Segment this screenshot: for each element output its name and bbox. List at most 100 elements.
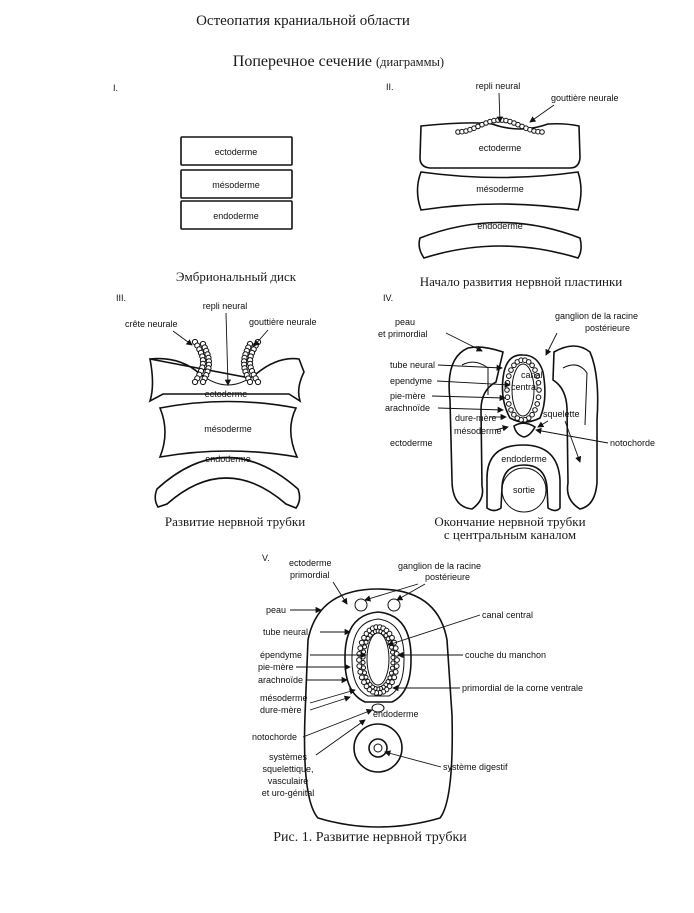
cell: [390, 660, 396, 666]
cell: [191, 378, 199, 386]
panel-2-neural-plate: II. repli neural gouttière neurale ectod…: [386, 81, 622, 289]
neural-tube: [501, 354, 546, 423]
label-gouttiere-neurale: gouttière neurale: [249, 317, 317, 327]
label-posterieure: postérieure: [425, 572, 470, 582]
label-ganglion: ganglion de la racine: [555, 311, 638, 321]
section-note: (диаграммы): [376, 55, 444, 69]
cell: [532, 367, 538, 373]
running-title: Остеопатия краниальной области: [196, 13, 410, 29]
cell: [506, 373, 512, 379]
neural-tube-cells: [504, 357, 542, 423]
label-mesoderme: mésoderme: [454, 426, 502, 436]
label-canal: canal: [521, 370, 543, 380]
cell: [385, 679, 391, 685]
panel-1-numeral: I.: [113, 83, 118, 93]
mantle-layer-cells: [356, 624, 400, 696]
cell: [356, 657, 362, 663]
endoderm-layer: [418, 221, 582, 259]
label-pie-mere: pie-mère: [258, 662, 294, 672]
label-vasculaire: vasculaire: [268, 776, 309, 786]
label-squelette: squelette: [543, 409, 580, 419]
label-et-primordial: et primordial: [378, 329, 428, 339]
cell: [504, 394, 511, 401]
label-ependyme: ependyme: [390, 376, 432, 386]
label-tube-neural: tube neural: [263, 627, 308, 637]
cell: [363, 639, 369, 645]
label-dure-mere: dure-mère: [455, 413, 497, 423]
label-ectoderme: ectoderme: [479, 143, 522, 153]
label-ectoderme: ectoderme: [390, 438, 433, 448]
cell: [529, 411, 535, 418]
digestive-lumen: [368, 738, 388, 758]
label-endoderm: endoderme: [213, 211, 259, 221]
cell: [534, 373, 541, 379]
panel-3-neural-groove: III. repli neural crête neurale gouttièr…: [116, 293, 317, 529]
cell: [535, 380, 542, 386]
notochord: [513, 422, 537, 438]
label-repli-neural: repli neural: [476, 81, 521, 91]
cell: [514, 415, 521, 421]
cell: [389, 634, 395, 641]
panel-5-spinal-cord-section: V. ectoderme primordial ganglion de la r…: [252, 553, 583, 828]
label-notochorde: notochorde: [610, 438, 655, 448]
cell: [508, 367, 514, 373]
label-ectoderme: ectoderme: [205, 389, 248, 399]
panel-2-caption: Начало развития нервной пластинки: [420, 274, 623, 289]
label-mesoderm: mésoderme: [212, 180, 260, 190]
right-ectoderm-fold: [552, 345, 599, 510]
cell: [390, 655, 396, 660]
cell: [511, 411, 517, 418]
dura-mater: [344, 611, 412, 703]
panel-3-numeral: III.: [116, 293, 126, 303]
cell: [388, 670, 394, 676]
label-endoderme: endoderme: [477, 221, 523, 231]
label-primordial: primordial: [290, 570, 330, 580]
section-title: Поперечное сечение: [233, 53, 372, 70]
label-ganglion: ganglion de la racine: [398, 561, 481, 571]
cell: [361, 649, 367, 655]
label-ependyme: épendyme: [260, 650, 302, 660]
cell: [539, 129, 545, 135]
label-uro-genital: et uro-génital: [262, 788, 315, 798]
panel-5-numeral: V.: [262, 553, 270, 563]
cell: [525, 359, 532, 365]
label-endoderme: endoderme: [205, 454, 251, 464]
cell: [504, 387, 510, 393]
label-ectoderme: ectoderme: [289, 558, 332, 568]
cell: [362, 644, 368, 650]
endoderm-layer: [154, 456, 301, 509]
cell: [389, 665, 395, 671]
cell: [356, 663, 363, 669]
cell: [391, 674, 398, 681]
label-squelettique: squelettique,: [262, 764, 313, 774]
panel-4-caption-line-1: Окончание нервной трубки: [434, 514, 585, 529]
cell: [506, 401, 512, 407]
label-posterieure: postérieure: [585, 323, 630, 333]
sortie-cavity: [501, 467, 547, 513]
mesoderm-layer: [416, 171, 582, 211]
label-systeme-digestif: système digestif: [443, 762, 508, 772]
cell: [358, 674, 365, 681]
cell: [358, 639, 365, 646]
mesoderm-layer: [158, 400, 299, 459]
cell: [254, 378, 262, 386]
label-notochorde: notochorde: [252, 732, 297, 742]
panel-1-caption: Эмбриональный диск: [176, 269, 297, 284]
label-systemes: systèmes: [269, 752, 308, 762]
central-canal: [511, 363, 535, 417]
central-canal: [366, 632, 390, 686]
label-repli-neural: repli neural: [203, 301, 248, 311]
label-peau: peau: [395, 317, 415, 327]
label-arachnoide: arachnoïde: [258, 675, 303, 685]
cell: [387, 675, 393, 681]
cell: [361, 679, 367, 686]
cell: [532, 407, 538, 413]
cell: [199, 378, 207, 386]
cell: [386, 630, 393, 637]
cell: [529, 362, 535, 369]
label-crete-neurale: crête neurale: [125, 319, 178, 329]
panel-3-caption: Развитие нервной трубки: [165, 514, 305, 529]
label-mesoderme: mésoderme: [260, 693, 308, 703]
digestive-tube-outer: [353, 723, 403, 773]
